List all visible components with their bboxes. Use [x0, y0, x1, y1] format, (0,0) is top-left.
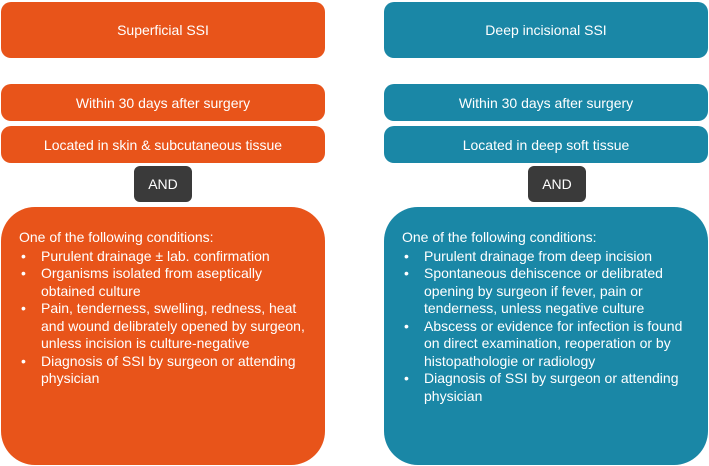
list-item-text: Organisms isolated from aseptically obta…	[41, 265, 262, 299]
list-item: • Organisms isolated from aseptically obt…	[19, 265, 313, 300]
superficial-conditions-box: One of the following conditions: • Purule…	[1, 207, 325, 465]
deep-incisional-ssi-title: Deep incisional SSI	[384, 2, 708, 58]
superficial-time-criterion: Within 30 days after surgery	[1, 84, 325, 121]
list-item: • Spontaneous dehiscence or delibrated op…	[402, 265, 696, 318]
bullet-marker: •	[404, 265, 409, 281]
list-item: • Diagnosis of SSI by surgeon or attendin…	[402, 370, 696, 405]
superficial-ssi-title-text: Superficial SSI	[117, 22, 209, 38]
list-item-text: Spontaneous dehiscence or delibrated ope…	[424, 265, 663, 316]
bullet-marker: •	[404, 247, 409, 264]
deep-location-text: Located in deep soft tissue	[462, 136, 630, 153]
list-item-text: Purulent drainage from deep incision	[424, 247, 653, 264]
list-item-text: Purulent drainage ± lab. confirmation	[41, 247, 270, 264]
superficial-and-connector: AND	[134, 166, 192, 202]
list-item: • Purulent drainage from deep incision	[402, 248, 696, 266]
superficial-conditions-lead: One of the following conditions:	[19, 229, 214, 245]
deep-location-criterion: Located in deep soft tissue	[384, 126, 708, 163]
deep-conditions-list: • Purulent drainage from deep incision • S…	[402, 248, 696, 406]
bullet-marker: •	[21, 352, 26, 369]
list-item: • Pain, tenderness, swelling, redness, he…	[19, 300, 313, 353]
list-item-text: Abscess or evidence for infection is fou…	[424, 317, 683, 369]
deep-conditions-box: One of the following conditions: • Purule…	[384, 207, 708, 465]
list-item-text: Diagnosis of SSI by surgeon or attending…	[41, 352, 296, 387]
bullet-marker: •	[21, 247, 26, 264]
list-item: • Abscess or evidence for infection is fo…	[402, 318, 696, 371]
superficial-time-text: Within 30 days after surgery	[75, 94, 251, 111]
superficial-and-text: AND	[148, 176, 178, 192]
list-item: • Purulent drainage ± lab. confirmation	[19, 248, 313, 266]
list-item-text: Pain, tenderness, swelling, redness, hea…	[41, 300, 305, 351]
deep-time-criterion: Within 30 days after surgery	[384, 84, 708, 121]
list-item: • Diagnosis of SSI by surgeon or attendin…	[19, 353, 313, 388]
deep-time-text: Within 30 days after surgery	[458, 94, 634, 111]
deep-conditions-lead: One of the following conditions:	[402, 229, 597, 245]
superficial-location-criterion: Located in skin & subcutaneous tissue	[1, 126, 325, 163]
bullet-marker: •	[404, 370, 409, 386]
bullet-marker: •	[21, 265, 26, 281]
superficial-ssi-title: Superficial SSI	[1, 2, 325, 58]
deep-incisional-ssi-title-text: Deep incisional SSI	[485, 22, 607, 38]
deep-and-connector: AND	[528, 166, 586, 202]
superficial-location-text: Located in skin & subcutaneous tissue	[43, 136, 283, 153]
bullet-marker: •	[404, 317, 409, 334]
list-item-text: Diagnosis of SSI by surgeon or attending…	[424, 370, 679, 404]
bullet-marker: •	[21, 300, 26, 316]
superficial-conditions-list: • Purulent drainage ± lab. confirmation •…	[19, 248, 313, 388]
deep-and-text: AND	[542, 176, 572, 192]
